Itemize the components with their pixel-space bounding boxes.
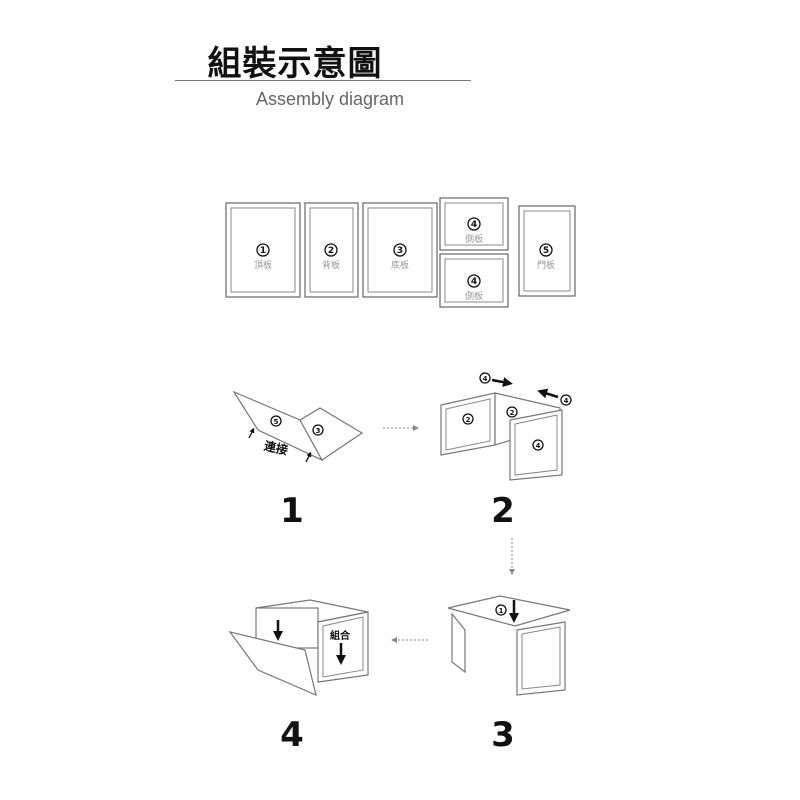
step-4-illustration: 組合 (228, 599, 369, 697)
page-subtitle: Assembly diagram (255, 89, 405, 109)
svg-text:組合: 組合 (330, 629, 351, 642)
svg-text:側板: 側板 (465, 233, 483, 245)
svg-text:4: 4 (564, 397, 569, 405)
svg-text:側板: 側板 (465, 290, 483, 302)
page-title: 組裝示意圖 (207, 44, 383, 84)
svg-text:5: 5 (543, 246, 549, 256)
part-side-panel: 4 側板 (439, 197, 509, 251)
svg-text:門板: 門板 (537, 259, 555, 271)
svg-text:3: 3 (316, 427, 321, 435)
svg-text:4: 4 (471, 277, 477, 287)
title-divider (175, 80, 471, 81)
part-door-panel: 5 門板 (518, 205, 576, 297)
svg-text:連接: 連接 (263, 438, 290, 458)
step-number: 3 (491, 715, 515, 755)
svg-text:背板: 背板 (322, 259, 340, 271)
svg-text:2: 2 (328, 246, 334, 256)
part-back-panel: 2 背板 (304, 202, 359, 298)
svg-text:2: 2 (510, 409, 515, 417)
part-bottom-panel: 3 底板 (362, 202, 438, 298)
svg-text:3: 3 (397, 246, 403, 256)
part-top-panel: 1 頂板 (225, 202, 301, 298)
svg-text:5: 5 (274, 418, 279, 426)
svg-text:1: 1 (499, 607, 504, 615)
step-3-illustration: 1 (447, 595, 571, 696)
part-side-panel: 4 側板 (439, 253, 509, 308)
svg-text:底板: 底板 (391, 259, 409, 271)
step-number: 1 (280, 491, 304, 531)
svg-text:2: 2 (466, 416, 471, 424)
step-number: 2 (491, 491, 515, 531)
svg-text:4: 4 (471, 220, 477, 230)
step-2-illustration: 2 2 4 4 4 (440, 372, 572, 481)
step-1-illustration: 5 3 連接 (232, 390, 364, 463)
step-number: 4 (280, 715, 304, 755)
svg-text:4: 4 (536, 442, 541, 450)
svg-text:頂板: 頂板 (254, 259, 272, 271)
svg-text:4: 4 (483, 375, 488, 383)
svg-text:1: 1 (260, 246, 266, 256)
